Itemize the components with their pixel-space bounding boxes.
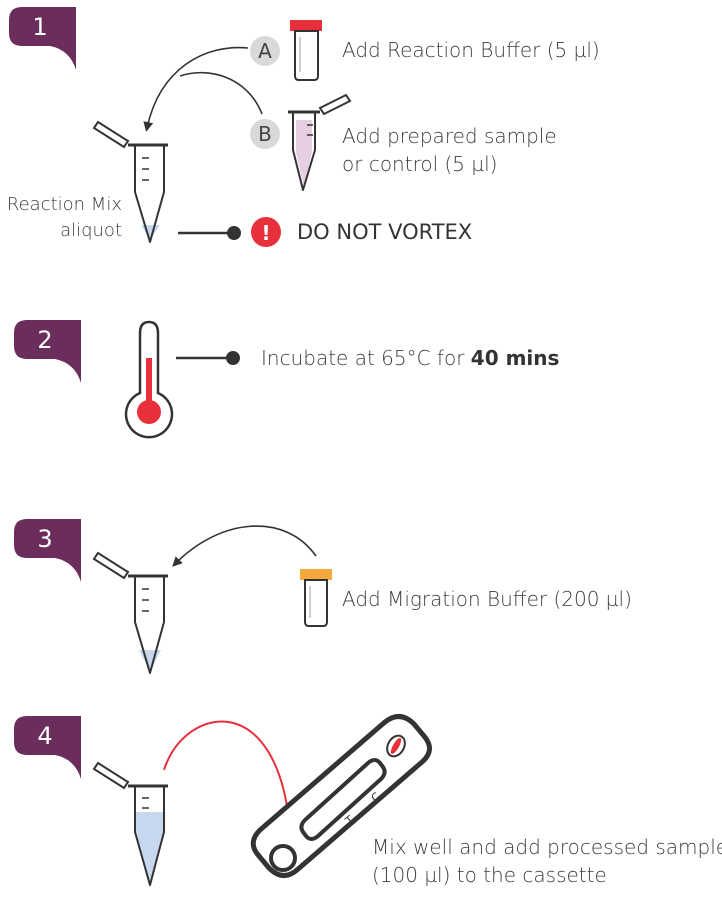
svg-text:B: B — [258, 122, 272, 146]
incubate-duration: 40 mins — [470, 346, 560, 370]
test-cassette-icon: C T — [250, 714, 432, 878]
step-badge-4: 4 — [14, 716, 81, 779]
svg-text:A: A — [258, 39, 272, 63]
arrow-a-to-tube — [143, 46, 249, 132]
arrow-migration-to-tube — [172, 525, 317, 567]
arrow-b-to-tube — [179, 71, 263, 115]
step-number: 1 — [32, 13, 47, 41]
incubate-text: Incubate at 65°C for 40 mins — [261, 344, 559, 372]
step-badge-1: 1 — [9, 7, 76, 70]
final-instruction-line1: Mix well and add processed sample — [372, 835, 722, 859]
step-badge-2: 2 — [14, 320, 81, 383]
step-number: 3 — [37, 525, 52, 553]
reaction-tube-icon — [92, 551, 168, 674]
connector-dot — [226, 351, 240, 365]
step-badge-3: 3 — [14, 519, 81, 582]
sample-label-line1: Add prepared sample — [342, 124, 557, 148]
arrow-sample-to-cassette — [163, 720, 296, 835]
final-instruction-line2: (100 µl) to the cassette — [372, 863, 607, 887]
cassette-logo-icon — [386, 734, 406, 758]
reaction-buffer-label: Add Reaction Buffer (5 µl) — [342, 38, 600, 62]
reaction-mix-tube-icon — [92, 120, 168, 243]
marker-b: B — [250, 119, 280, 149]
incubate-prefix: Incubate at 65°C for — [261, 346, 471, 370]
sample-label-line2: or control (5 µl) — [342, 152, 498, 176]
tube-label-line1: Reaction Mix — [6, 194, 122, 215]
processed-sample-tube-icon — [92, 761, 168, 886]
migration-buffer-vial-icon — [300, 569, 332, 627]
thermometer-icon — [124, 320, 174, 439]
migration-buffer-label: Add Migration Buffer (200 µl) — [342, 587, 632, 611]
sample-tube-icon — [288, 93, 352, 191]
warning-text: DO NOT VORTEX — [297, 220, 473, 244]
marker-a: A — [250, 36, 280, 66]
alert-icon: ! — [251, 217, 281, 247]
tube-label-line2: aliquot — [60, 220, 122, 241]
step-number: 4 — [37, 722, 52, 750]
reaction-buffer-vial-icon — [290, 20, 322, 81]
svg-text:!: ! — [261, 221, 270, 245]
step-number: 2 — [37, 326, 52, 354]
connector-dot — [227, 226, 241, 240]
